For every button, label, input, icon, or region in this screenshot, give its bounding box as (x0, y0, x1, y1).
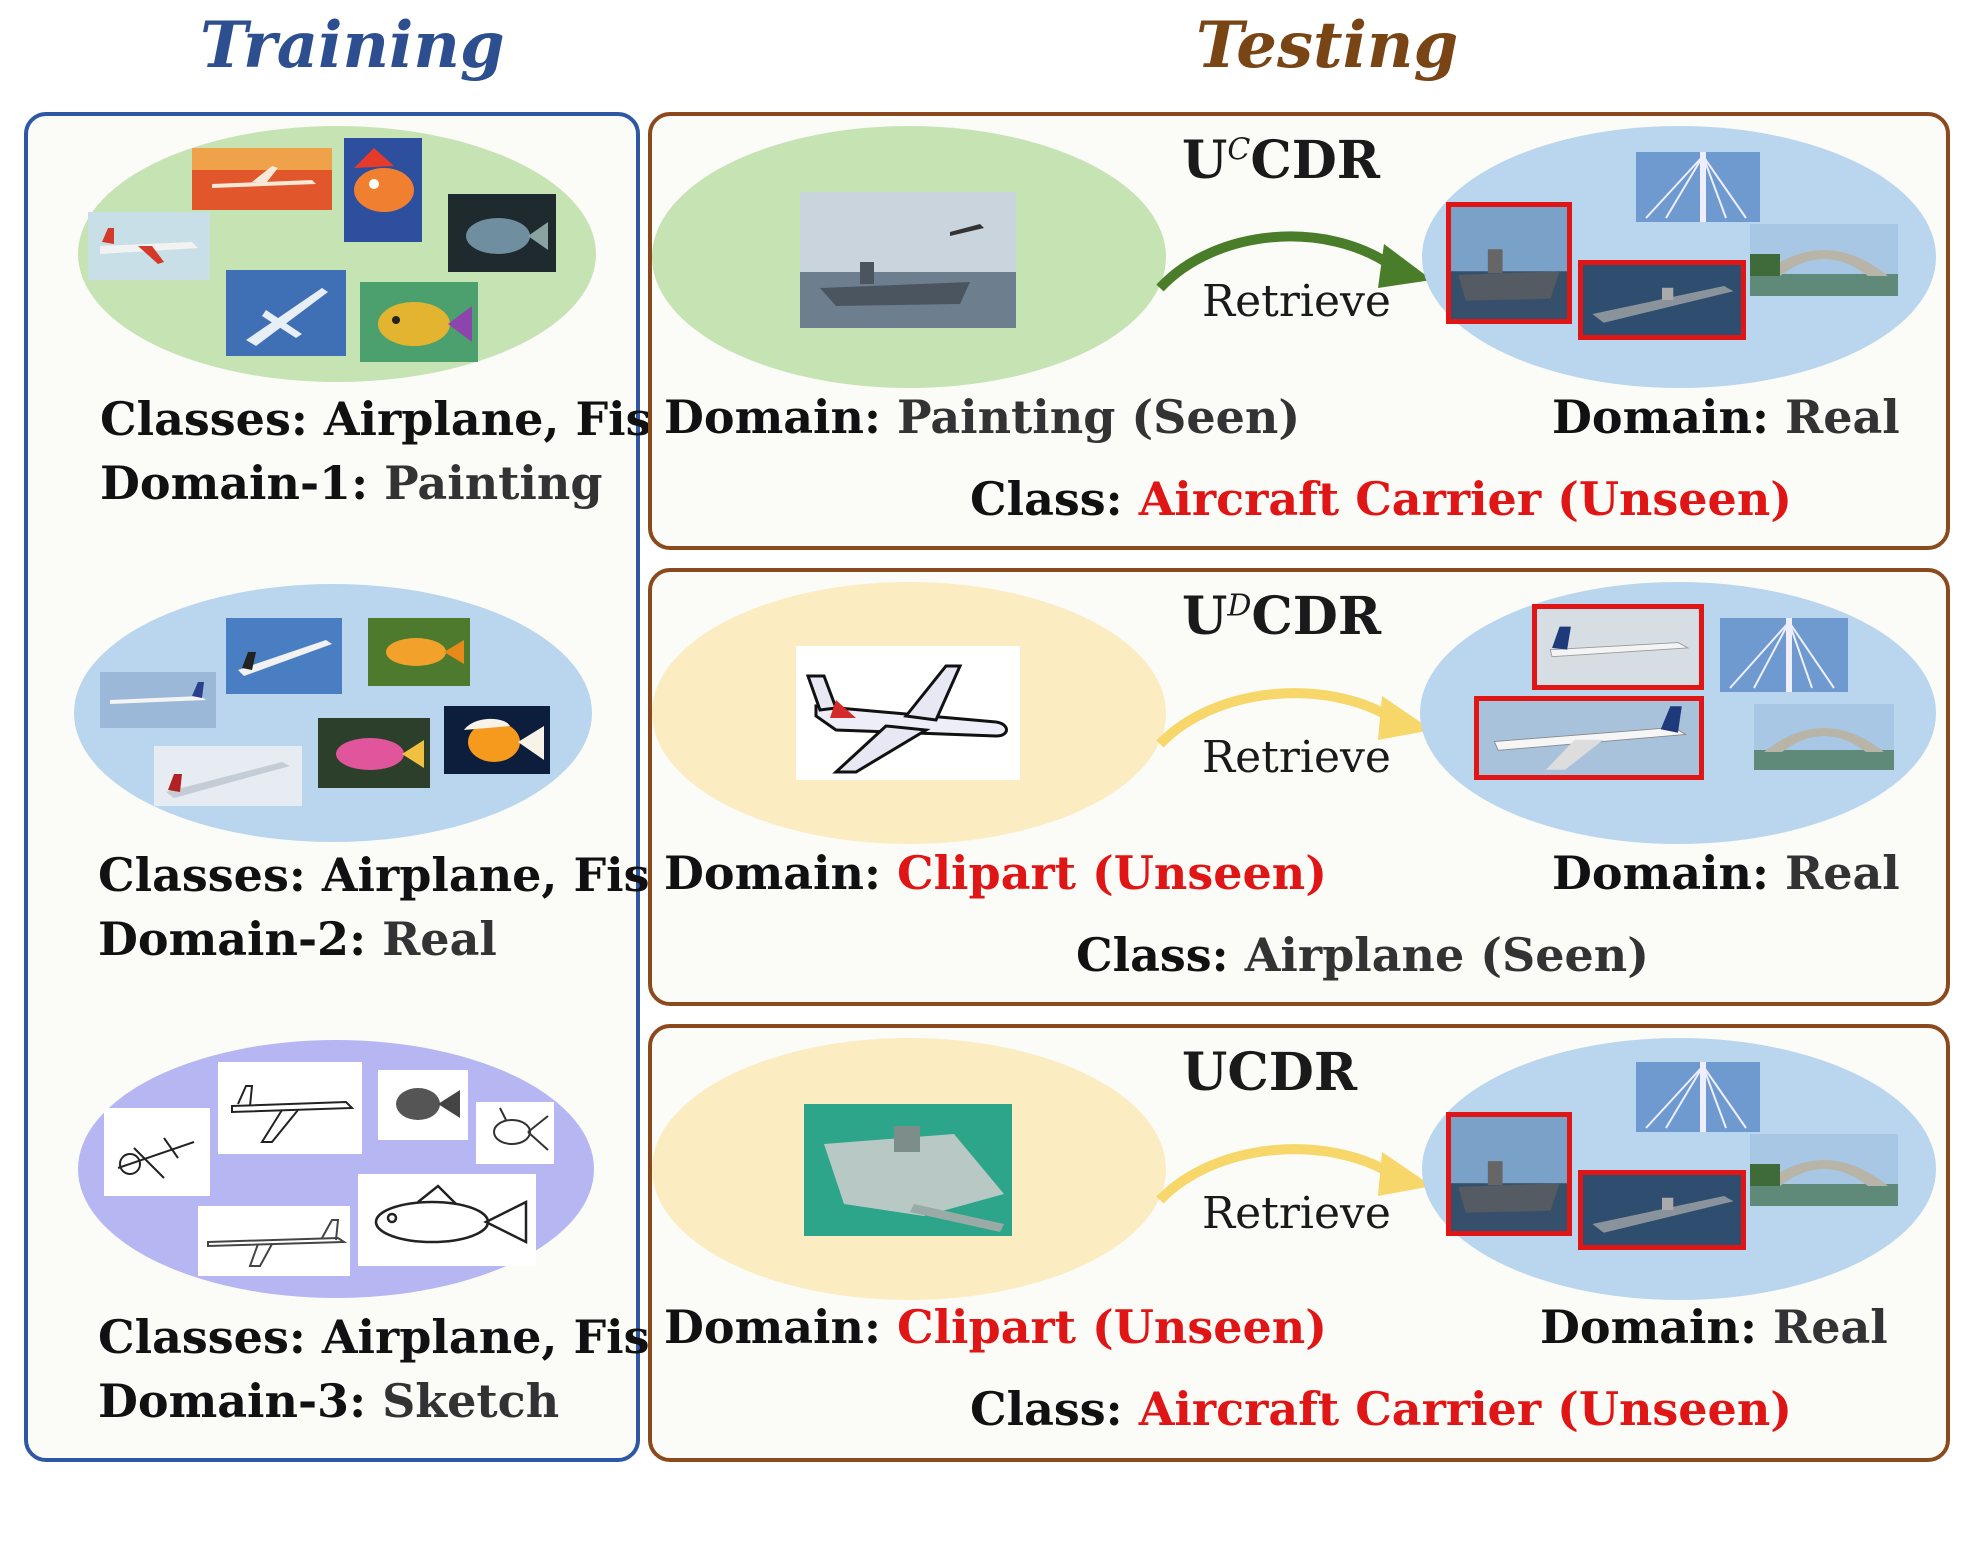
udcdr-retrieve-arrow (1156, 688, 1432, 748)
udcdr-query-domain: Domain: Clipart (Unseen) (664, 846, 1327, 900)
testing-header: Testing (1196, 8, 1459, 83)
training-3-classes: Classes: Airplane, Fish (98, 1310, 683, 1364)
udcdr-gallery-airplane-match-2 (1474, 696, 1704, 780)
udcdr-method-title: UDCDR (1182, 586, 1382, 647)
training-2-domain: Domain-2: Real (98, 912, 497, 966)
real-fish-pink-thumbnail (318, 718, 430, 788)
painting-fish-dark-thumbnail (448, 194, 556, 272)
udcdr-query-clipart-airplane-thumbnail (796, 646, 1020, 780)
udcdr-gallery-domain: Domain: Real (1552, 846, 1900, 900)
sketch-airplane-side-thumbnail (198, 1206, 350, 1276)
sketch-fish-fancy-thumbnail (476, 1102, 554, 1164)
training-1-domain: Domain-1: Painting (100, 456, 603, 510)
uccdr-gallery-domain: Domain: Real (1552, 390, 1900, 444)
uccdr-method-title: UCCDR (1182, 130, 1381, 191)
ucdr-query-clipart-carrier-thumbnail (804, 1104, 1012, 1236)
uccdr-query-painting-carrier-thumbnail (800, 192, 1016, 328)
ucdr-gallery-bridge-thumbnail (1636, 1062, 1760, 1132)
ucdr-class: Class: Aircraft Carrier (Unseen) (970, 1382, 1793, 1436)
ucdr-retrieve-label: Retrieve (1202, 1188, 1391, 1239)
painting-fish-colorful-thumbnail (360, 282, 478, 362)
uccdr-class: Class: Aircraft Carrier (Unseen) (970, 472, 1793, 526)
ucdr-query-domain: Domain: Clipart (Unseen) (664, 1300, 1327, 1354)
ucdr-gallery-carrier-match-1 (1446, 1112, 1572, 1236)
training-1-classes: Classes: Airplane, Fish (100, 392, 685, 446)
uccdr-query-domain: Domain: Painting (Seen) (664, 390, 1301, 444)
uccdr-gallery-bridge-thumbnail (1636, 152, 1760, 222)
real-airplane-american-thumbnail (154, 746, 302, 806)
udcdr-gallery-arch-bridge-thumbnail (1754, 704, 1894, 770)
ucdr-gallery-carrier-match-2 (1578, 1170, 1746, 1250)
painting-airplane-red-thumbnail (88, 212, 210, 280)
ucdr-gallery-domain: Domain: Real (1540, 1300, 1888, 1354)
uccdr-gallery-carrier-match-2 (1578, 260, 1746, 340)
real-airplane-jet-thumbnail (226, 618, 342, 694)
uccdr-gallery-arch-bridge-thumbnail (1750, 224, 1898, 296)
uccdr-retrieve-arrow (1156, 231, 1432, 292)
painting-fish-thumbnail (344, 138, 422, 242)
udcdr-retrieve-label: Retrieve (1202, 732, 1391, 783)
real-airplane-thumbnail (100, 672, 216, 728)
udcdr-gallery-airplane-match-1 (1532, 604, 1704, 690)
training-header: Training (200, 8, 505, 83)
sketch-airplane-thumbnail (218, 1062, 362, 1154)
udcdr-class: Class: Airplane (Seen) (1076, 928, 1649, 982)
painting-airplane-thumbnail (192, 148, 332, 210)
uccdr-retrieve-label: Retrieve (1202, 276, 1391, 327)
uccdr-gallery-carrier-match-1 (1446, 202, 1572, 324)
training-3-domain: Domain-3: Sketch (98, 1374, 560, 1428)
sketch-airplane-prop-thumbnail (104, 1108, 210, 1196)
real-fish-fancy-thumbnail (444, 706, 550, 774)
udcdr-gallery-bridge-thumbnail (1720, 618, 1848, 692)
training-2-classes: Classes: Airplane, Fish (98, 848, 683, 902)
ucdr-gallery-arch-bridge-thumbnail (1750, 1134, 1898, 1206)
real-fish-goldfish-thumbnail (368, 618, 470, 686)
sketch-fish-goldfish-thumbnail (378, 1070, 468, 1140)
ucdr-method-title: UCDR (1182, 1042, 1358, 1103)
painting-airplane-blue-thumbnail (226, 270, 346, 356)
sketch-fish-thumbnail (358, 1174, 536, 1266)
ucdr-retrieve-arrow (1156, 1144, 1432, 1204)
